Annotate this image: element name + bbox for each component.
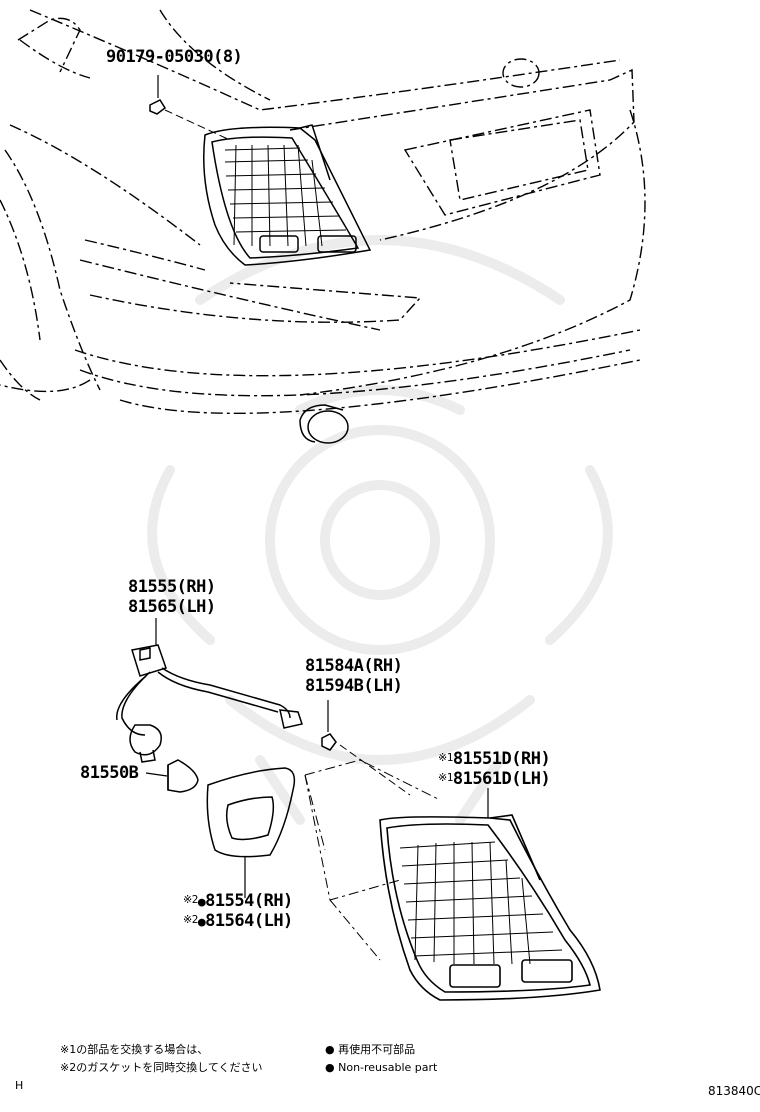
ref-mark-2: ※2	[183, 893, 198, 906]
socket-wire-harness	[116, 618, 303, 763]
part-label-gasket-rh[interactable]: ※2●81554(RH)	[183, 890, 293, 913]
tail-lamp-lens	[379, 788, 601, 1001]
non-reusable-dot-icon: ●	[197, 915, 206, 930]
part-label-gasket-lh[interactable]: ※2●81564(LH)	[183, 910, 293, 933]
ref-mark-1: ※1	[438, 751, 453, 764]
bulb-icon	[145, 759, 199, 793]
figure-id: 813840C	[708, 1084, 760, 1098]
part-number: 81561D(LH)	[452, 769, 551, 789]
legend-dot-icon: ●	[325, 1043, 335, 1056]
part-number: 81554(RH)	[205, 891, 293, 911]
exhaust-tip	[299, 404, 349, 444]
car-body	[0, 9, 646, 415]
part-label-bulb[interactable]: 81550B	[80, 763, 139, 783]
legend-dot-icon: ●	[325, 1061, 335, 1074]
part-number: 81564(LH)	[205, 911, 293, 931]
installed-tail-lamp	[203, 124, 372, 266]
legend-jp: ● 再使用不可部品	[325, 1042, 415, 1058]
part-label-lens-rh[interactable]: ※181551D(RH)	[438, 748, 551, 769]
part-label-nut-rh[interactable]: 81584A(RH)	[305, 656, 403, 676]
corner-mark: H	[15, 1079, 24, 1092]
legend-en: ● Non-reusable part	[325, 1060, 437, 1076]
nut-icon	[321, 700, 411, 796]
part-label-nut-lh[interactable]: 81594B(LH)	[305, 676, 403, 696]
legend-jp-text: 再使用不可部品	[338, 1043, 416, 1056]
assembly-guide-lines	[304, 759, 441, 961]
note-jp-line1: ※1の部品を交換する場合は、	[60, 1043, 209, 1056]
bolt-icon	[149, 75, 231, 141]
gasket-icon	[206, 767, 296, 898]
non-reusable-dot-icon: ●	[197, 895, 206, 910]
legend-en-text: Non-reusable part	[338, 1061, 438, 1074]
watermark-logo	[147, 235, 613, 825]
ref-mark-1: ※1	[438, 771, 453, 784]
part-label-socket-rh[interactable]: 81555(RH)	[128, 577, 216, 597]
part-number: 81551D(RH)	[452, 749, 551, 769]
part-label-bolt[interactable]: 90179-05030(8)	[106, 47, 243, 67]
ref-mark-2: ※2	[183, 913, 198, 926]
note-jp-line2: ※2のガスケットを同時交換してください	[60, 1061, 263, 1074]
part-label-socket-lh[interactable]: 81565(LH)	[128, 597, 216, 617]
part-label-lens-lh[interactable]: ※181561D(LH)	[438, 768, 551, 789]
